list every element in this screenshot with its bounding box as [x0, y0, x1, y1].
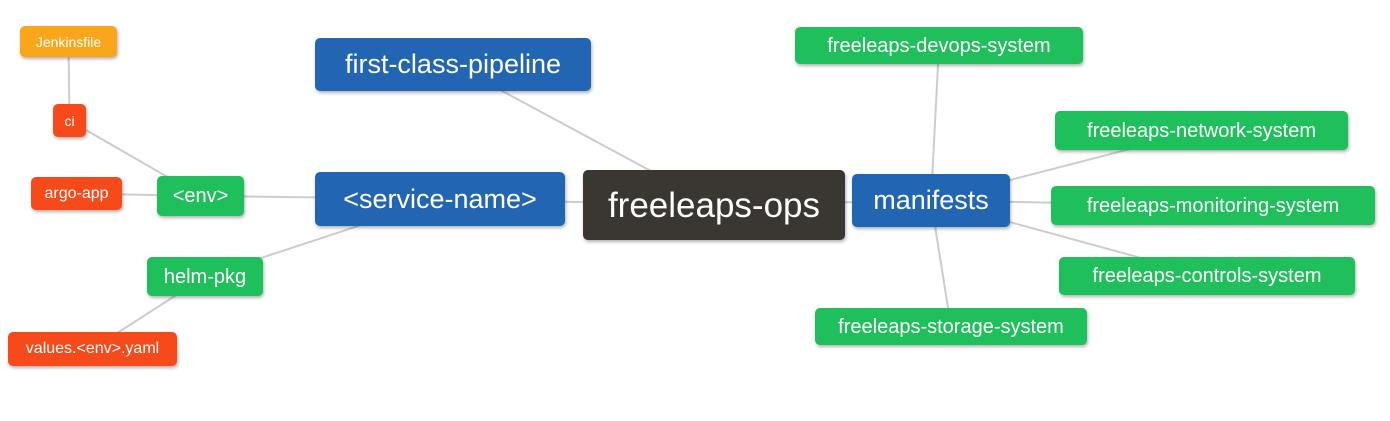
mindmap-node-service-name[interactable]: <service-name> [315, 172, 565, 226]
mindmap-node-values-env-yaml[interactable]: values.<env>.yaml [8, 332, 177, 366]
mindmap-node-manifests[interactable]: manifests [852, 174, 1010, 227]
mindmap-node-freeleaps-devops-system[interactable]: freeleaps-devops-system [795, 27, 1083, 64]
mindmap-node-freeleaps-monitoring-system[interactable]: freeleaps-monitoring-system [1051, 186, 1375, 225]
mindmap-node-freeleaps-ops[interactable]: freeleaps-ops [583, 170, 845, 240]
mindmap-node-env[interactable]: <env> [157, 176, 244, 216]
mindmap-node-freeleaps-storage-system[interactable]: freeleaps-storage-system [815, 308, 1087, 345]
mindmap-node-first-class-pipeline[interactable]: first-class-pipeline [315, 38, 591, 91]
mindmap-node-jenkinsfile[interactable]: Jenkinsfile [20, 26, 117, 57]
mindmap-node-freeleaps-network-system[interactable]: freeleaps-network-system [1055, 111, 1348, 150]
mindmap-node-helm-pkg[interactable]: helm-pkg [147, 257, 263, 296]
mindmap-node-ci[interactable]: ci [53, 104, 86, 137]
mindmap-node-argo-app[interactable]: argo-app [31, 177, 122, 210]
mindmap-node-freeleaps-controls-system[interactable]: freeleaps-controls-system [1059, 257, 1355, 295]
